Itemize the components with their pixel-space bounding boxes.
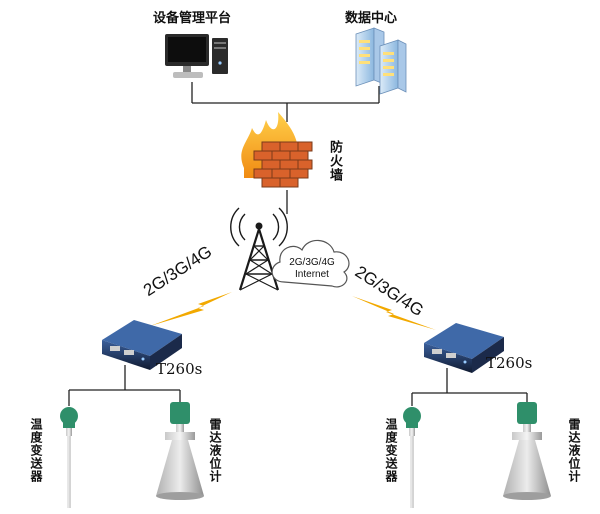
left-router-model: T260s	[156, 360, 203, 378]
bottom-link-lines	[68, 365, 528, 406]
firewall-label: 防火墙	[327, 140, 342, 182]
monitor-pc-icon	[165, 34, 228, 78]
right-temp-sensor-label: 温度变送器	[384, 418, 398, 483]
cloud-icon	[271, 239, 350, 288]
mgmt-platform-label: 设备管理平台	[153, 11, 232, 26]
right-radar-level-label: 雷达液位计	[567, 418, 581, 483]
cell-tower-icon	[230, 207, 288, 291]
temperature-transmitter-icon	[403, 407, 421, 508]
temperature-transmitter-icon	[60, 407, 78, 508]
radar-level-meter-icon	[156, 402, 204, 500]
firewall-icon	[241, 112, 313, 188]
radar-level-meter-icon	[503, 402, 551, 500]
left-radar-level-label: 雷达液位计	[208, 418, 222, 483]
right-router-model: T260s	[486, 354, 533, 372]
server-rack-icon	[355, 27, 407, 95]
top-link-lines	[191, 82, 380, 214]
cloud-network-label: 2G/3G/4G	[289, 257, 335, 268]
router-icon	[102, 320, 182, 370]
left-temp-sensor-label: 温度变送器	[29, 418, 43, 483]
cloud-internet-label: Internet	[295, 269, 329, 280]
cloud-label: 2G/3G/4G Internet	[282, 257, 342, 281]
router-icon	[424, 323, 504, 373]
data-center-label: 数据中心	[345, 11, 398, 26]
lightning-link-icon	[150, 292, 436, 330]
